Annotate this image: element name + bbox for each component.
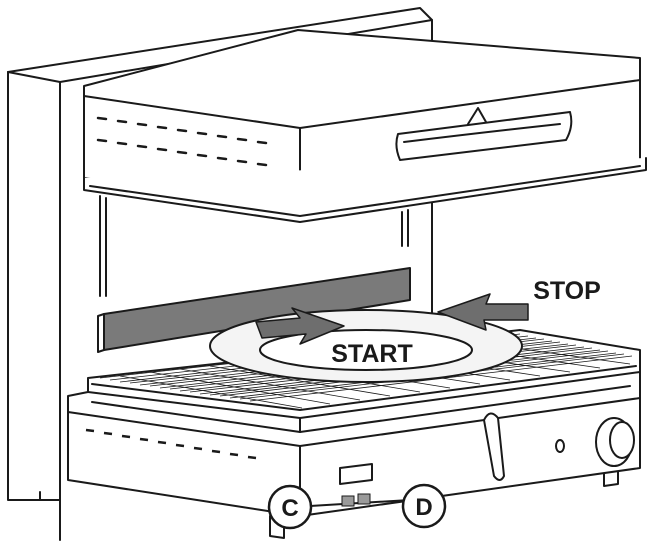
callout-d: D <box>401 483 447 529</box>
base-vent-slots <box>85 428 257 460</box>
base-unit <box>39 371 641 539</box>
label-d: D <box>415 494 432 521</box>
callout-c: C <box>267 484 313 530</box>
label-c: C <box>281 495 298 522</box>
stop-label: STOP <box>533 277 601 305</box>
start-label: START <box>331 340 412 368</box>
hood-vent-slots <box>96 116 268 167</box>
rear-splash-panel <box>97 267 411 353</box>
connector-blocks <box>341 493 371 507</box>
stop-arrow-icon <box>437 293 529 331</box>
guide-rods <box>99 195 409 297</box>
start-arrow-icon <box>255 307 345 345</box>
upper-hood <box>83 29 647 223</box>
